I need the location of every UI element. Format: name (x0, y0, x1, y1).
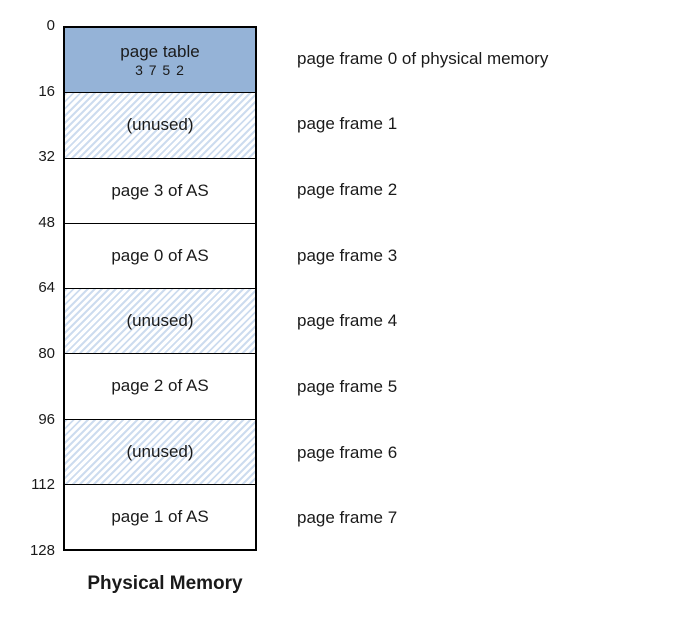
frame-row-page: page 2 of AS (65, 354, 255, 420)
frame-annotation: page frame 0 of physical memory (297, 49, 549, 68)
frame-annotation: page frame 3 (297, 246, 398, 265)
frame-annotation: page frame 1 (297, 114, 398, 133)
frame-row-unused: (unused) (65, 419, 255, 485)
address-label: 32 (38, 148, 55, 165)
diagram-title: Physical Memory (87, 573, 243, 594)
frame-label: (unused) (126, 441, 194, 461)
frame-row-page: page 0 of AS (65, 223, 255, 289)
memory-stack: page table 3 7 5 2 (unused) page 3 of AS… (63, 26, 257, 551)
address-label: 80 (38, 345, 55, 362)
address-label: 128 (29, 542, 55, 559)
address-label: 64 (38, 279, 55, 296)
address-label: 16 (38, 83, 55, 100)
frame-annotation: page frame 4 (297, 311, 398, 330)
frame-annotation: page frame 5 (297, 377, 398, 396)
address-label: 96 (38, 411, 55, 428)
frame-row-page: page 1 of AS (65, 484, 255, 549)
frame-label: page table (120, 41, 200, 61)
frame-row-page: page 3 of AS (65, 158, 255, 224)
frame-label: page 1 of AS (111, 506, 209, 526)
address-label: 48 (38, 214, 55, 231)
address-label: 0 (46, 17, 55, 34)
frame-label: page 3 of AS (111, 180, 209, 200)
frame-label: page 2 of AS (111, 376, 209, 396)
frame-row-unused: (unused) (65, 289, 255, 355)
frame-annotation: page frame 7 (297, 508, 398, 527)
page-table-entries: 3 7 5 2 (135, 61, 185, 78)
address-label: 112 (31, 476, 55, 493)
frame-row-unused: (unused) (65, 93, 255, 159)
frame-annotation: page frame 2 (297, 180, 398, 199)
frame-label: (unused) (126, 311, 194, 331)
frame-label: page 0 of AS (111, 245, 209, 265)
frame-label: (unused) (126, 115, 194, 135)
frame-annotation: page frame 6 (297, 443, 398, 462)
frame-row-page-table: page table 3 7 5 2 (65, 28, 255, 94)
